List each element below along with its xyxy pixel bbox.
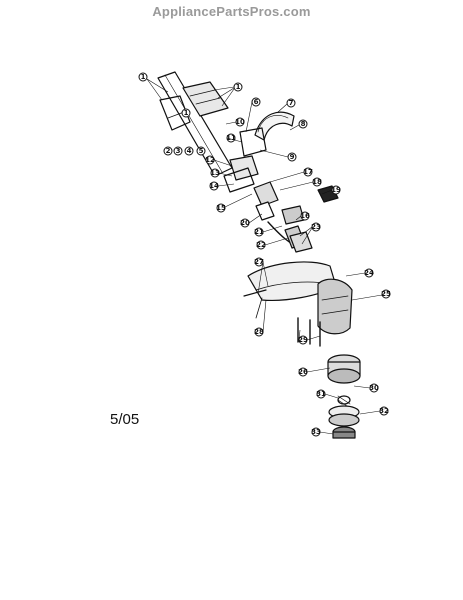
svg-text:18: 18 — [312, 178, 322, 186]
callout-25: 25 — [381, 289, 391, 299]
callout-21: 21 — [254, 227, 264, 237]
svg-text:32: 32 — [379, 407, 389, 415]
callout-18: 18 — [312, 177, 322, 187]
callout-23: 23 — [311, 222, 321, 232]
coupler — [229, 155, 259, 181]
svg-text:30: 30 — [369, 384, 379, 392]
date-code: 5/05 — [110, 411, 140, 428]
svg-text:20: 20 — [240, 219, 250, 227]
callout-5: 5 — [196, 146, 206, 156]
callout-17: 17 — [303, 167, 313, 177]
callout-2: 2 — [163, 146, 173, 156]
svg-text:17: 17 — [303, 168, 313, 176]
svg-text:5: 5 — [199, 147, 204, 155]
callout-24: 24 — [364, 268, 374, 278]
shaft-sleeve — [255, 201, 275, 221]
svg-text:14: 14 — [209, 182, 219, 190]
svg-text:24: 24 — [364, 269, 374, 277]
gear-head — [317, 278, 353, 335]
callout-28: 28 — [254, 327, 264, 337]
svg-text:10: 10 — [235, 118, 245, 126]
svg-text:4: 4 — [187, 147, 192, 155]
svg-text:23: 23 — [311, 223, 321, 231]
svg-text:1: 1 — [184, 109, 189, 117]
callout-13: 13 — [210, 168, 220, 178]
callout-29: 29 — [298, 335, 308, 345]
callout-markers: 1 1 1 2 3 4 5 6 7 8 9 10 11 12 13 14 15 … — [138, 72, 391, 437]
svg-text:16: 16 — [300, 212, 310, 220]
callout-1a: 1 — [138, 72, 148, 82]
callout-20: 20 — [240, 218, 250, 228]
callout-27: 27 — [254, 257, 264, 267]
callout-19: 19 — [331, 185, 341, 195]
callout-31: 31 — [316, 389, 326, 399]
coupler-clamp — [223, 167, 255, 193]
svg-text:7: 7 — [289, 99, 294, 107]
leader-lines — [146, 78, 383, 435]
svg-text:3: 3 — [176, 147, 181, 155]
callout-8: 8 — [298, 119, 308, 129]
svg-text:6: 6 — [254, 98, 259, 106]
site-header: AppliancePartsPros.com — [152, 4, 311, 19]
trigger-housing — [159, 95, 191, 131]
callout-1c: 1 — [181, 108, 191, 118]
svg-text:12: 12 — [205, 156, 215, 164]
screw-small — [243, 289, 267, 297]
callout-12: 12 — [205, 155, 215, 165]
callout-3: 3 — [173, 146, 183, 156]
svg-text:2: 2 — [166, 147, 171, 155]
svg-text:26: 26 — [298, 368, 308, 376]
svg-text:21: 21 — [254, 228, 264, 236]
svg-text:22: 22 — [256, 241, 266, 249]
lower-shaft — [253, 181, 279, 207]
svg-text:8: 8 — [301, 120, 306, 128]
svg-text:33: 33 — [311, 428, 321, 436]
svg-text:27: 27 — [254, 258, 264, 266]
svg-text:11: 11 — [226, 134, 236, 142]
callout-1b: 1 — [233, 82, 243, 92]
svg-text:15: 15 — [216, 204, 226, 212]
guard — [247, 261, 337, 301]
svg-text:9: 9 — [290, 153, 295, 161]
svg-text:1: 1 — [236, 83, 241, 91]
handle-bracket — [239, 127, 267, 157]
svg-text:19: 19 — [331, 186, 341, 194]
callout-22: 22 — [256, 240, 266, 250]
callout-16: 16 — [300, 211, 310, 221]
svg-text:25: 25 — [381, 290, 391, 298]
callout-15: 15 — [216, 203, 226, 213]
callout-4: 4 — [184, 146, 194, 156]
svg-text:29: 29 — [298, 336, 308, 344]
callout-26: 26 — [298, 367, 308, 377]
callout-30: 30 — [369, 383, 379, 393]
callout-14: 14 — [209, 181, 219, 191]
svg-text:28: 28 — [254, 328, 264, 336]
callout-32: 32 — [379, 406, 389, 416]
callout-10: 10 — [235, 117, 245, 127]
svg-text:31: 31 — [316, 390, 326, 398]
callout-7: 7 — [286, 98, 296, 108]
assist-handle — [254, 111, 295, 141]
callout-33: 33 — [311, 427, 321, 437]
handle-clamp — [182, 81, 229, 117]
callout-6: 6 — [251, 97, 261, 107]
callout-9: 9 — [287, 152, 297, 162]
svg-text:13: 13 — [210, 169, 220, 177]
screw — [297, 317, 321, 347]
svg-text:1: 1 — [141, 73, 146, 81]
